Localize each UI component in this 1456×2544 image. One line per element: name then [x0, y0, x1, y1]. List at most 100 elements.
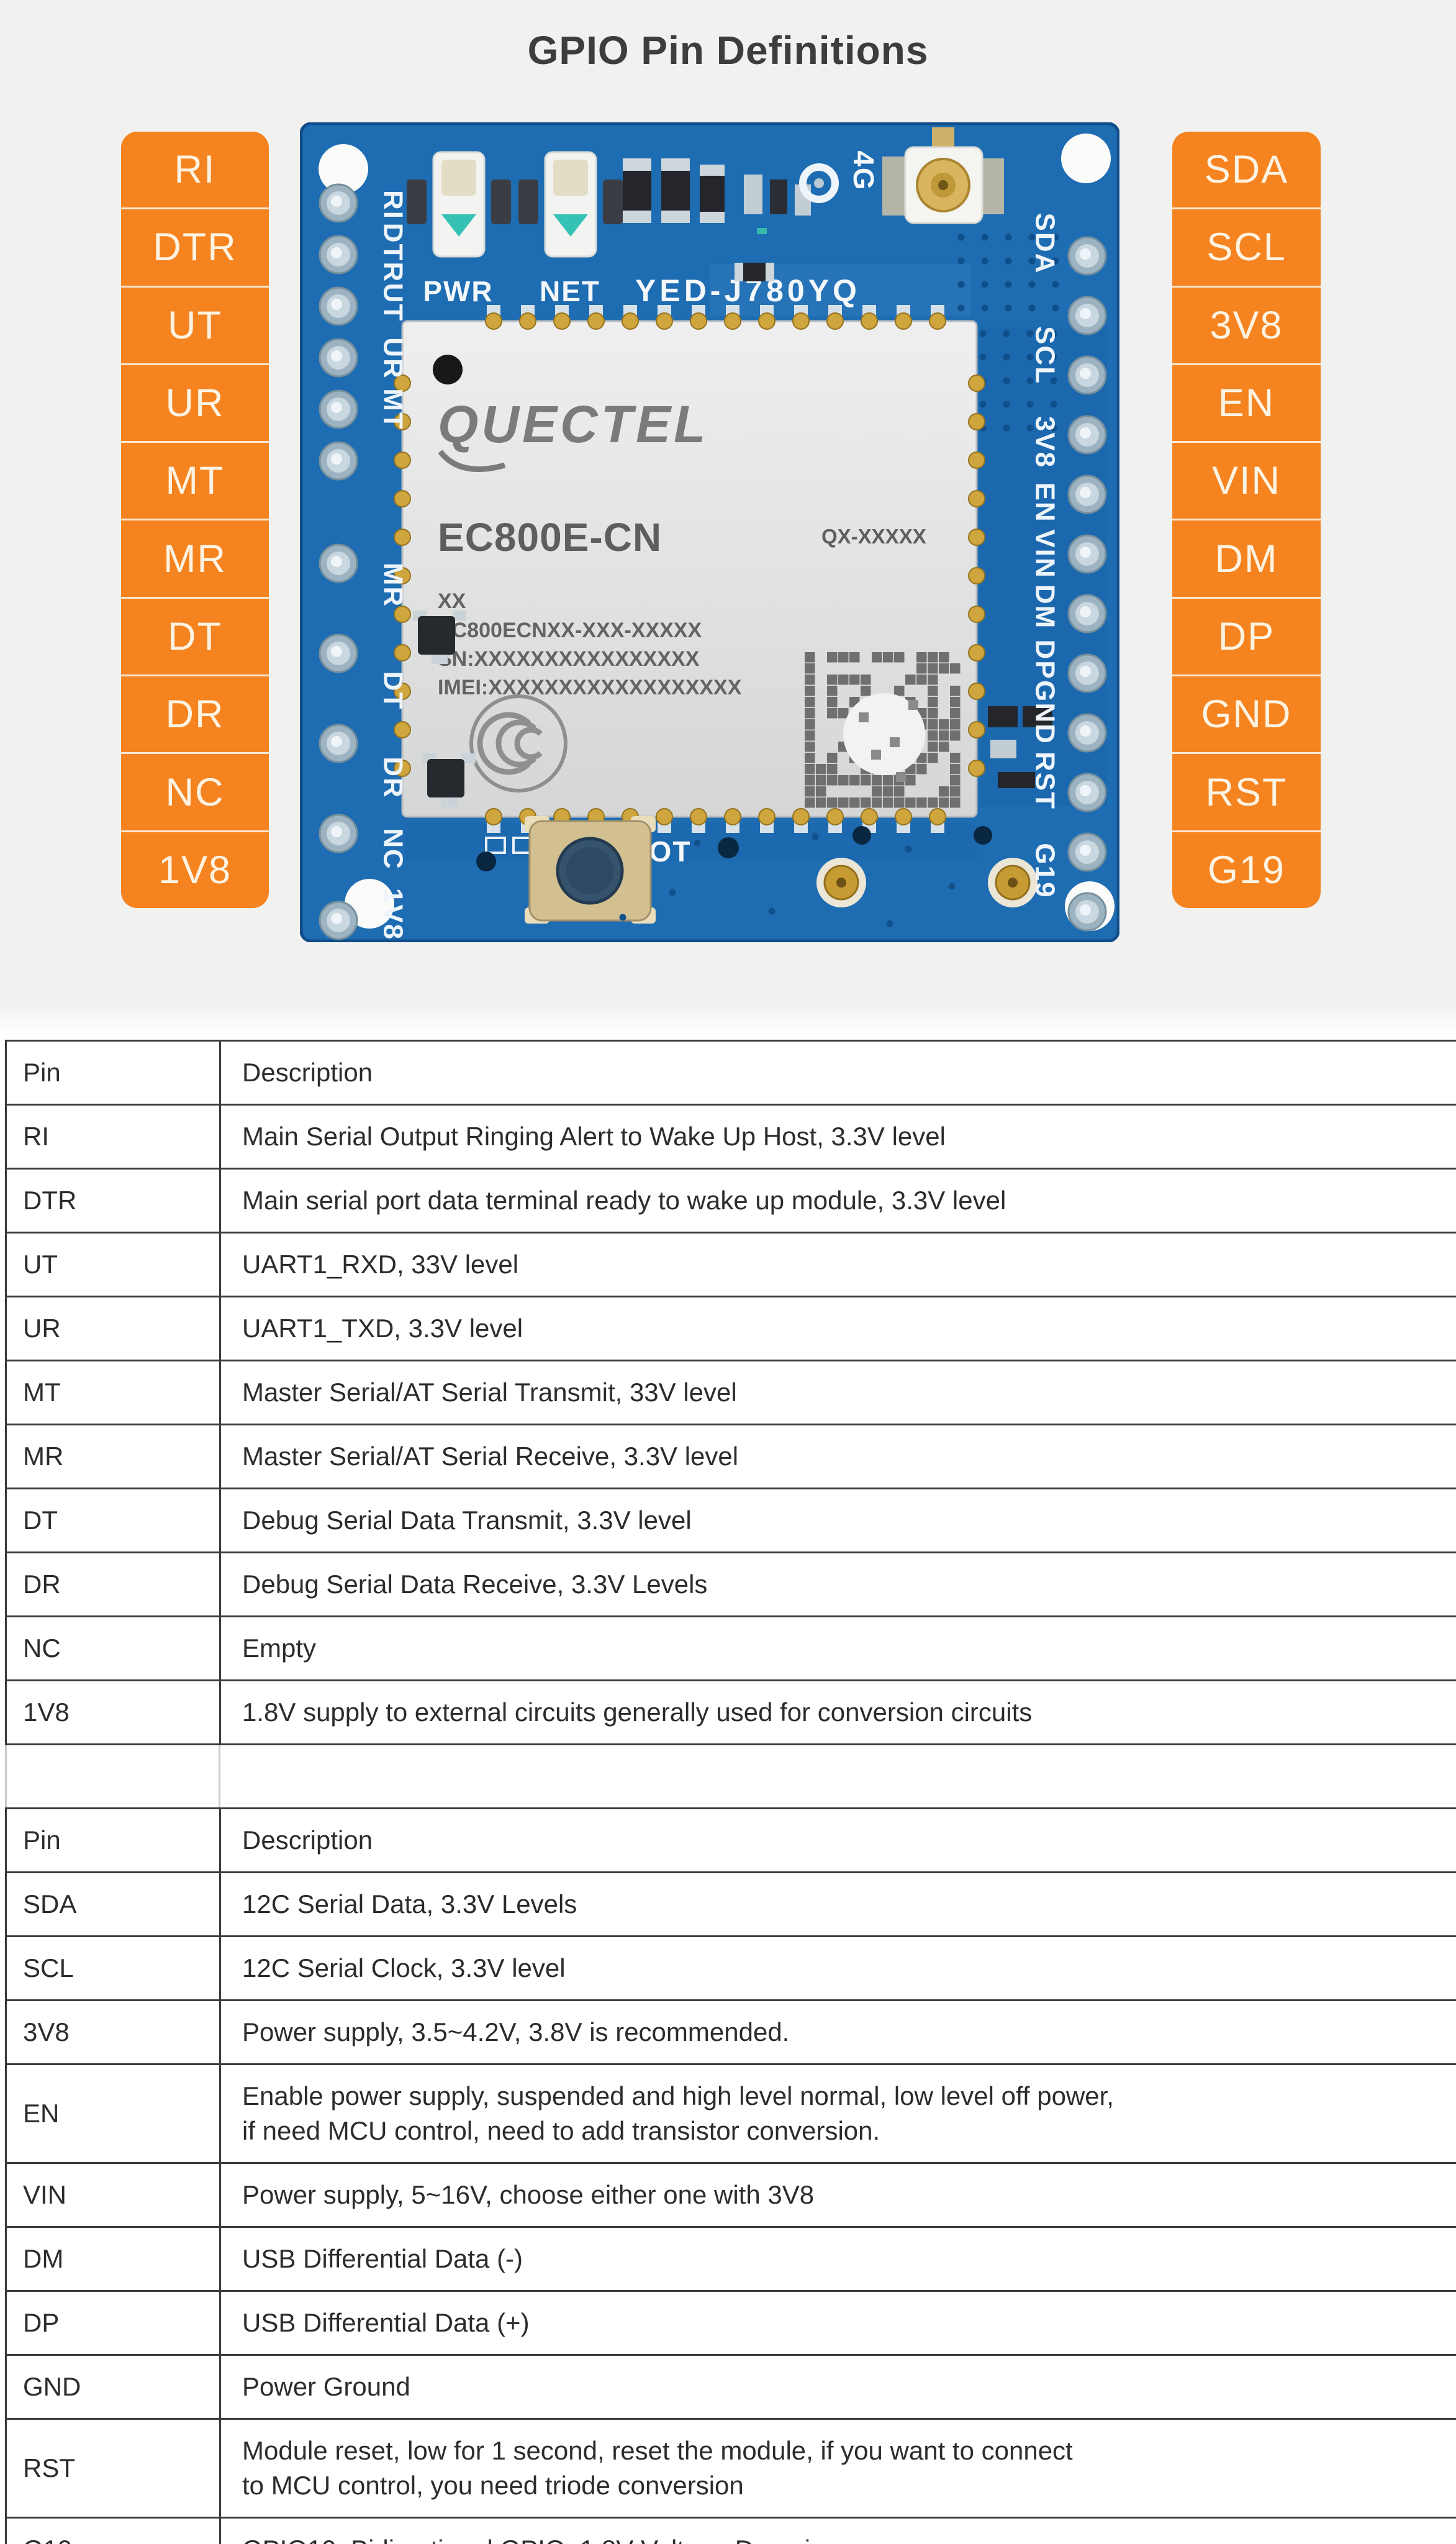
module-pin1-dot — [433, 355, 463, 384]
pin-pads-left — [319, 183, 358, 940]
via-dot — [1026, 377, 1034, 384]
pin-pad-hole — [331, 299, 342, 310]
page-title: GPIO Pin Definitions — [527, 28, 929, 73]
qr-cell — [805, 764, 815, 775]
qr-cell — [950, 719, 961, 730]
qr-cell — [838, 797, 849, 808]
qr-cell — [939, 730, 949, 741]
castellation — [968, 683, 985, 700]
silk-right-dm: DM — [1030, 584, 1060, 629]
via-dot — [1005, 257, 1012, 265]
pwr-silk-label: PWR — [423, 275, 493, 307]
pin-label-right-dp: DP — [1172, 596, 1321, 675]
silk-right-sda: SDA — [1030, 213, 1060, 275]
via-dot — [1003, 330, 1010, 337]
pin-pad-hole — [1080, 308, 1091, 319]
qr-cell — [950, 786, 961, 797]
castellation — [968, 375, 985, 392]
castellation — [758, 312, 775, 330]
castellation — [394, 375, 411, 392]
castellation — [968, 644, 985, 661]
pwr-led — [407, 151, 511, 258]
pin-label-right-en: EN — [1172, 363, 1321, 441]
pin-pad-hole — [331, 350, 342, 361]
pin-pad-hole — [1080, 725, 1091, 737]
module-line-xx: XX — [438, 589, 466, 613]
cell-pin: DT — [5, 1488, 220, 1553]
qr-cell — [939, 663, 949, 674]
castellation — [792, 808, 810, 825]
qr-cell — [883, 786, 893, 797]
silk-left-dr: DR — [378, 756, 409, 799]
castellation — [656, 808, 673, 825]
qr-cell — [916, 764, 927, 775]
via-dot — [1052, 234, 1059, 241]
antenna-4g-silk: 4G — [848, 150, 880, 191]
via-dot — [1003, 401, 1010, 408]
qr-cell — [805, 708, 815, 719]
qr-cell — [849, 775, 860, 786]
castellation — [394, 721, 411, 738]
cell-pin: G19 — [5, 2517, 220, 2544]
pin-label-right-dm: DM — [1172, 519, 1321, 596]
via-dot — [957, 304, 965, 312]
qr-cell — [827, 797, 838, 808]
silk-right-3v8: 3V8 — [1030, 416, 1060, 468]
qr-cell — [928, 797, 938, 808]
qr-cell — [928, 753, 938, 763]
pin-label-right-g19: G19 — [1172, 830, 1321, 908]
qr-cell — [838, 708, 849, 719]
cell-description: Debug Serial Data Transmit, 3.3V level — [219, 1488, 1456, 1553]
castellation — [724, 808, 741, 825]
qr-cell — [905, 775, 916, 786]
castellation — [826, 312, 844, 330]
qr-cell — [950, 663, 961, 674]
via-dot — [1026, 330, 1034, 337]
via-dot — [981, 257, 988, 265]
cell-description: Debug Serial Data Receive, 3.3V Levels — [219, 1551, 1456, 1617]
via-dot — [768, 907, 775, 915]
castellation — [968, 529, 985, 546]
cell-description: 12C Serial Clock, 3.3V level — [219, 1935, 1456, 2001]
qr-cell — [805, 753, 815, 763]
castellation — [690, 808, 707, 825]
silk-left-1v8: 1V8 — [378, 888, 409, 940]
qr-cell — [928, 697, 938, 707]
pin-pad-hole — [1080, 785, 1091, 796]
via-dot — [1003, 353, 1010, 361]
qr-cell — [827, 775, 838, 786]
via-dot-grid — [957, 234, 1059, 432]
qr-cell — [905, 675, 916, 685]
silk-left-ur: UR — [378, 337, 409, 379]
qr-cell — [916, 675, 927, 685]
via-dot — [1026, 424, 1034, 432]
cell-description: USB Differential Data (-) — [219, 2226, 1456, 2292]
via-dot — [979, 353, 987, 361]
silk-right-dp: DP — [1030, 639, 1060, 679]
qr-cell — [805, 697, 815, 707]
castellation — [485, 808, 502, 825]
gold-pad — [988, 858, 1038, 907]
qr-cell — [838, 775, 849, 786]
qr-cell — [883, 775, 893, 786]
pin-pad-hole — [331, 646, 342, 657]
castellation — [394, 413, 411, 430]
cell-description: Empty — [219, 1615, 1456, 1681]
via-dot — [1052, 281, 1059, 288]
pin-label-right-sda: SDA — [1204, 148, 1289, 192]
qr-cell — [805, 786, 815, 797]
cell-description: Master Serial/AT Serial Transmit, 33V le… — [219, 1360, 1456, 1425]
castellation — [929, 312, 946, 330]
quectel-swoosh — [438, 450, 506, 472]
pin-pad-hole — [331, 402, 342, 413]
board-hole — [852, 826, 871, 845]
